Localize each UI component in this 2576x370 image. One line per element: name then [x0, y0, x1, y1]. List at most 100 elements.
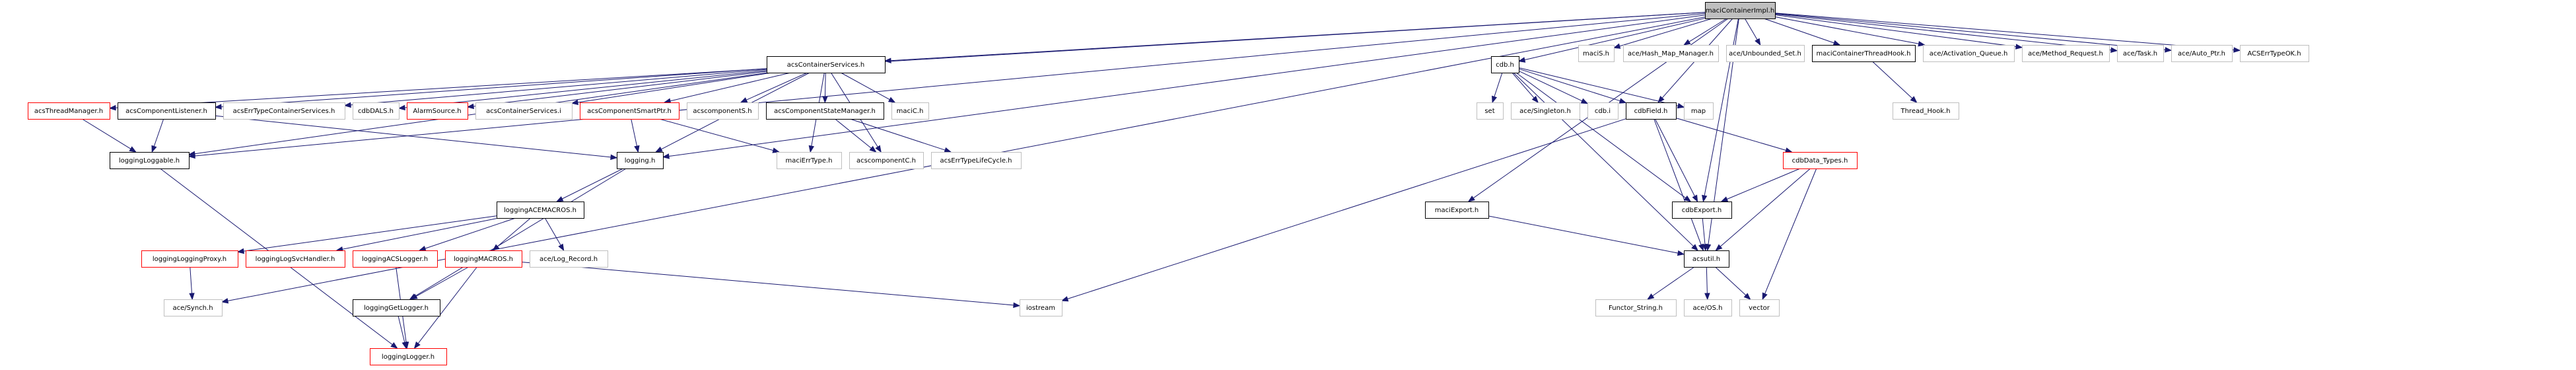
arrowhead-icon: [1715, 244, 1723, 251]
edge-line: [1774, 13, 2166, 50]
node-loggingLoggingProxy[interactable]: loggingLoggingProxy.h: [141, 250, 238, 268]
arrowhead-icon: [401, 341, 407, 350]
node-box: [445, 250, 522, 268]
edge-line: [1067, 118, 1626, 299]
arrowhead-icon: [1755, 38, 1761, 46]
edge-line: [1872, 61, 1913, 99]
node-box: [1684, 299, 1732, 316]
node-cdbExport[interactable]: cdbExport.h: [1672, 202, 1732, 219]
node-box: [767, 56, 886, 73]
edge-loggingMACROS-to-iostream: [521, 262, 1021, 309]
node-label: ace/Singleton.h: [1519, 108, 1571, 115]
edge-line: [425, 217, 516, 249]
edge-line: [221, 68, 767, 108]
node-cdbField[interactable]: cdbField.h: [1626, 102, 1677, 120]
edge-line: [1494, 72, 1503, 97]
node-loggingGetLogger[interactable]: loggingGetLogger.h: [353, 299, 440, 316]
arrowhead-icon: [1467, 196, 1475, 202]
node-box: [118, 102, 216, 120]
node-acsComponentListener[interactable]: acsComponentListener.h: [118, 102, 216, 120]
node-box: [1491, 56, 1519, 73]
node-iostream: iostream: [1020, 299, 1062, 316]
node-cdbI: cdb.i: [1587, 102, 1619, 120]
edge-line: [82, 118, 131, 149]
edge-line: [746, 72, 808, 100]
node-box: [931, 152, 1022, 169]
edge-line: [190, 266, 192, 294]
node-acsContainerServices[interactable]: acsContainerServices.h: [767, 56, 886, 73]
edge-line: [670, 72, 791, 102]
arrowhead-icon: [944, 147, 952, 153]
node-label: maciContainerThreadHook.h: [1816, 50, 1910, 57]
node-label: ace/Synch.h: [172, 305, 213, 312]
edge-acsContainerServices-to-cdbDALS: [398, 70, 767, 111]
node-box: [1923, 45, 2015, 62]
node-label: Thread_Hook.h: [1900, 108, 1950, 115]
node-maciC: maciC.h: [891, 102, 929, 120]
node-label: ace/Activation_Queue.h: [1930, 50, 2008, 57]
node-box: [353, 299, 440, 316]
node-loggingACSLogger[interactable]: loggingACSLogger.h: [353, 250, 438, 268]
arrowhead-icon: [1698, 243, 1704, 252]
node-acsThreadManager[interactable]: acsThreadManager.h: [28, 102, 110, 120]
node-acsutil[interactable]: acsutil.h: [1684, 250, 1729, 268]
node-loggingLogger[interactable]: loggingLogger.h: [370, 348, 447, 365]
node-aceSynch: ace/Synch.h: [164, 299, 223, 316]
edge-line: [1688, 18, 1727, 42]
arrowhead-icon: [221, 298, 229, 304]
node-box: [2117, 45, 2164, 62]
node-loggingLogSvcHandler[interactable]: loggingLogSvcHandler.h: [246, 250, 345, 268]
arrowhead-icon: [1657, 96, 1665, 104]
arrowhead-icon: [492, 244, 500, 251]
edge-cdb-to-acsutil: [1513, 72, 1698, 251]
node-loggingACEMACROS[interactable]: loggingACEMACROS.h: [497, 202, 584, 219]
edge-cdb-to-set: [1492, 72, 1503, 104]
edge-acsComponentListener-to-loggingLoggable: [151, 118, 164, 153]
node-acsComponentSmartPtr[interactable]: acsComponentSmartPtr.h: [580, 102, 679, 120]
arrowhead-icon: [108, 104, 116, 111]
arrowhead-icon: [1785, 147, 1793, 153]
edge-cdbField-to-cdbExport: [1654, 118, 1698, 203]
edge-line: [1654, 118, 1695, 197]
node-set: set: [1477, 102, 1504, 120]
edge-loggingACEMACROS-to-loggingACSLogger: [418, 217, 516, 251]
edge-line: [561, 168, 624, 200]
arrowhead-icon: [875, 145, 882, 153]
node-maciExport[interactable]: maciExport.h: [1425, 202, 1489, 219]
node-box: [223, 102, 345, 120]
arrowhead-icon: [1692, 194, 1698, 203]
node-aceTask: ace/Task.h: [2117, 45, 2164, 62]
edge-acsutil-to-functorString: [1646, 266, 1695, 300]
node-cdb[interactable]: cdb.h: [1491, 56, 1519, 73]
node-AlarmSource[interactable]: AlarmSource.h: [407, 102, 468, 120]
node-loggingLoggable[interactable]: loggingLoggable.h: [110, 152, 190, 169]
edge-line: [1518, 70, 1583, 102]
node-loggingMACROS[interactable]: loggingMACROS.h: [445, 250, 522, 268]
edge-line: [342, 217, 499, 250]
arrowhead-icon: [808, 145, 815, 153]
edge-line: [1513, 72, 1694, 247]
node-label: cdb.i: [1595, 108, 1611, 115]
node-box: [2022, 45, 2110, 62]
arrowhead-icon: [2165, 47, 2173, 53]
arrowhead-icon: [1517, 57, 1526, 63]
node-maciContainerThreadHook[interactable]: maciContainerThreadHook.h: [1812, 45, 1916, 62]
arrowhead-icon: [188, 151, 195, 157]
edge-line: [1774, 15, 2017, 48]
node-box: [110, 152, 190, 169]
node-box: [1893, 102, 1959, 120]
node-label: acscomponentS.h: [693, 108, 751, 115]
edge-cdb-to-cdbI: [1518, 70, 1589, 104]
node-maciContainerImpl[interactable]: maciContainerImpl.h: [1705, 2, 1776, 19]
node-acsComponentStateManager[interactable]: acsComponentStateManager.h: [766, 102, 884, 120]
edge-acsContainerServices-to-acsContainerServicesI: [571, 72, 772, 106]
node-cdbDataTypes[interactable]: cdbData_Types.h: [1783, 152, 1858, 169]
node-label: acsComponentListener.h: [125, 108, 207, 115]
arrowhead-icon: [634, 145, 640, 153]
arrowhead-icon: [662, 153, 670, 159]
node-label: acsContainerServices.h: [787, 61, 864, 69]
node-box: [1587, 102, 1619, 120]
node-box: [1812, 45, 1916, 62]
node-aceUnboundedSet: ace/Unbounded_Set.h: [1726, 45, 1805, 62]
node-logging[interactable]: logging.h: [617, 152, 664, 169]
